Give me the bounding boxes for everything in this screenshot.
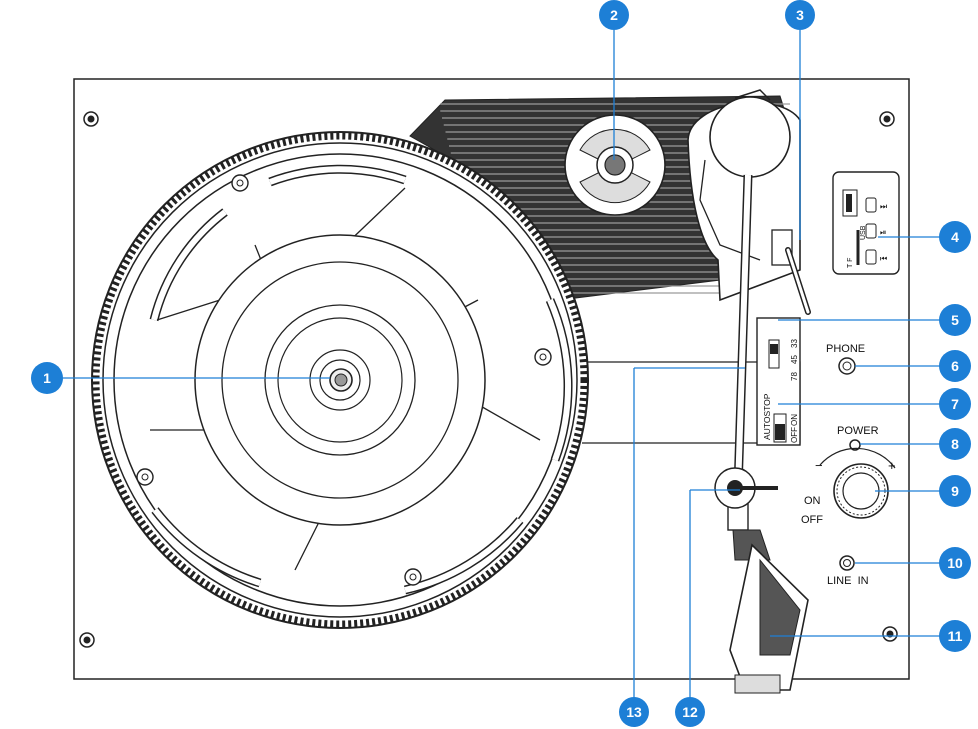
callout-4: 4: [939, 221, 971, 253]
power-label: POWER: [837, 425, 879, 437]
callout-3-number: 3: [796, 7, 804, 23]
leader-lines: [63, 30, 940, 706]
autostop-title: AUTOSTOP: [762, 393, 772, 440]
center-spindle: [329, 368, 353, 392]
phone-label: PHONE: [826, 343, 865, 355]
power-indicator: POWER: [837, 425, 879, 451]
screw-bottom-left: [79, 632, 95, 648]
callout-12-number: 12: [682, 704, 698, 720]
line-in-jack: LINE IN: [827, 555, 869, 587]
switch-plate: 33 45 78 AUTOSTOP OFF ON: [756, 317, 801, 446]
callout-5-number: 5: [951, 312, 959, 328]
callout-9-number: 9: [951, 483, 959, 499]
callout-4-number: 4: [951, 229, 959, 245]
autostop-off: OFF: [790, 427, 799, 443]
callout-2: 2: [599, 0, 629, 30]
play-pause-icon: ⏯: [880, 228, 886, 237]
callout-1: 1: [31, 362, 63, 394]
callout-7: 7: [939, 388, 971, 420]
callout-9: 9: [939, 475, 971, 507]
callout-5: 5: [939, 304, 971, 336]
callout-7-number: 7: [951, 396, 959, 412]
screw-bottom-right: [882, 626, 898, 642]
callout-12: 12: [675, 697, 705, 727]
speed-45: 45: [790, 355, 799, 364]
on-label: ON: [804, 495, 821, 507]
speed-78: 78: [790, 372, 799, 381]
speed-33: 33: [790, 339, 799, 348]
next-track-icon: ⏭: [880, 202, 887, 211]
prev-track-icon: ⏮: [880, 254, 887, 263]
adapter-holder: [564, 114, 666, 216]
usb-label: USB: [860, 225, 867, 240]
callout-3: 3: [785, 0, 815, 30]
callout-11-number: 11: [948, 628, 963, 644]
callout-8-number: 8: [951, 436, 959, 452]
off-label: OFF: [801, 514, 823, 526]
arm-lift-lever: [771, 229, 811, 315]
callout-6: 6: [939, 350, 971, 382]
callout-13-number: 13: [626, 704, 642, 720]
callout-10: 10: [939, 547, 971, 579]
callout-11: 11: [939, 620, 971, 652]
autostop-on: ON: [790, 414, 799, 426]
knob-minus: −: [815, 458, 823, 473]
callout-2-number: 2: [610, 7, 618, 23]
callout-10-number: 10: [947, 555, 963, 571]
tonearm-rest: [714, 467, 778, 509]
screw-top-left: [83, 111, 99, 127]
callout-8: 8: [939, 428, 971, 460]
tf-label: T F: [847, 258, 854, 268]
callout-6-number: 6: [951, 358, 959, 374]
headshell: [729, 543, 809, 694]
callout-1-number: 1: [43, 370, 51, 386]
phone-jack: PHONE: [826, 343, 865, 375]
knob-plus: +: [888, 458, 896, 473]
line-in-label: LINE IN: [827, 575, 869, 587]
callout-13: 13: [619, 697, 649, 727]
usb-tf-module: USB T F ⏭ ⏯ ⏮: [832, 171, 900, 275]
screw-top-right: [879, 111, 895, 127]
